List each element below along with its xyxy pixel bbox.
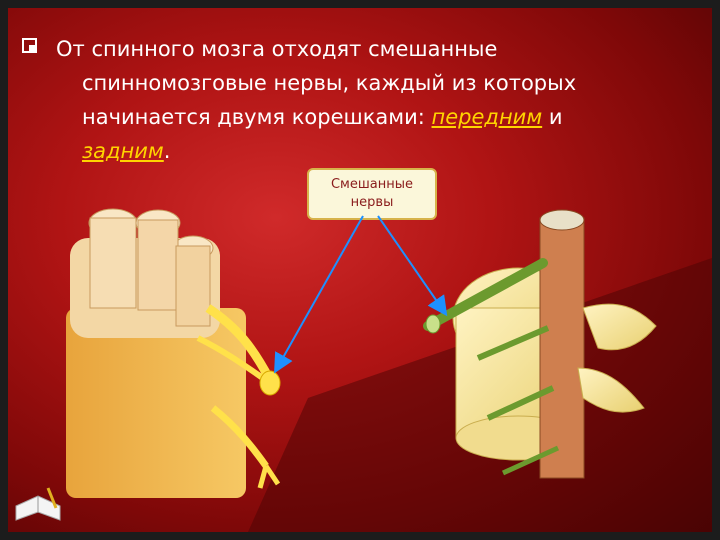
illustration-layer: [15, 208, 712, 532]
arrow-to-left-nerve: [274, 215, 364, 374]
text-front-root: передним: [431, 105, 543, 129]
checkbox-bullet-icon: [22, 38, 37, 53]
book-icon: [15, 487, 61, 521]
spinal-segment-left-image: [66, 208, 281, 498]
callout-mixed-nerves: Смешанные нервы: [307, 168, 437, 220]
slide: От спинного мозга отходят смешанные спин…: [8, 8, 712, 532]
text-main: От спинного мозга отходят смешанные спин…: [56, 37, 577, 129]
text-back-root: задним: [82, 139, 164, 163]
slide-text: От спинного мозга отходят смешанные спин…: [56, 32, 642, 168]
spinal-segment-right-image: [423, 209, 657, 479]
text-and: и: [542, 105, 563, 129]
text-end: .: [163, 139, 171, 163]
arrow-to-right-nerve: [377, 215, 448, 317]
